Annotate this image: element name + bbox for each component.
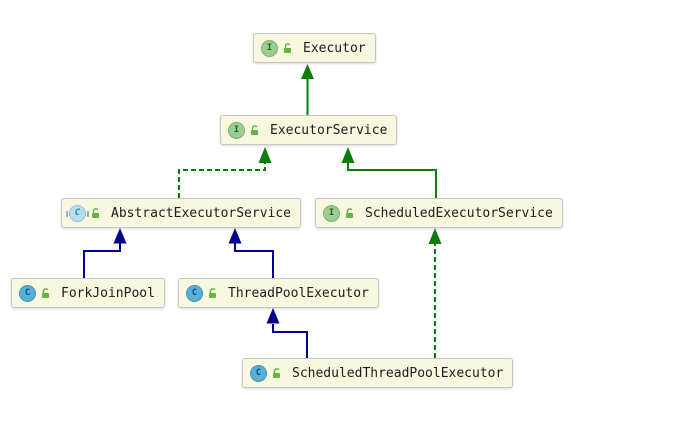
edge-scheduledthreadpoolexecutor-implements-scheduledexecutorservice [428, 228, 442, 358]
class-name-label: AbstractExecutorService [111, 205, 292, 221]
interface-icon: I [261, 39, 278, 57]
edge-executorservice-extends-executor [301, 64, 314, 115]
edge-forkjoinpool-extends-abstractexecutorservice [83, 228, 127, 278]
class-node-forkjoinpool[interactable]: C ForkJoinPool [11, 278, 165, 308]
class-node-executor[interactable]: I Executor [253, 33, 376, 63]
class-icon: C [250, 364, 267, 382]
open-lock-icon [41, 287, 51, 299]
class-name-label: ForkJoinPool [61, 285, 155, 301]
open-lock-icon [208, 287, 218, 299]
open-lock-icon [91, 207, 101, 219]
class-name-label: ScheduledExecutorService [365, 205, 553, 221]
edge-threadpoolexecutor-extends-abstractexecutorservice [228, 228, 274, 278]
class-name-label: Executor [303, 40, 366, 56]
class-name-label: ThreadPoolExecutor [228, 285, 369, 301]
class-node-scheduledthreadpoolexecutor[interactable]: C ScheduledThreadPoolExecutor [242, 358, 514, 388]
class-node-threadpoolexecutor[interactable]: C ThreadPoolExecutor [178, 278, 379, 308]
class-icon: C [19, 284, 36, 302]
open-lock-icon [283, 42, 293, 54]
interface-icon: I [323, 204, 340, 222]
open-lock-icon [345, 207, 355, 219]
class-node-abstractexecutorservice[interactable]: C AbstractExecutorService [61, 198, 302, 228]
class-icon: C [186, 284, 203, 302]
interface-icon: I [228, 121, 245, 139]
class-node-scheduledexecutorservice[interactable]: I ScheduledExecutorService [315, 198, 563, 228]
open-lock-icon [272, 367, 282, 379]
edge-scheduledexecutorservice-extends-executorservice [341, 147, 437, 198]
open-lock-icon [250, 124, 260, 136]
class-name-label: ScheduledThreadPoolExecutor [292, 365, 504, 381]
abstract-class-icon: C [66, 204, 89, 222]
class-node-executorservice[interactable]: I ExecutorService [220, 115, 398, 145]
edge-scheduledthreadpoolexecutor-extends-threadpoolexecutor [266, 308, 308, 358]
edge-abstractexecutorservice-implements-executorservice [178, 147, 272, 198]
class-name-label: ExecutorService [270, 122, 388, 138]
